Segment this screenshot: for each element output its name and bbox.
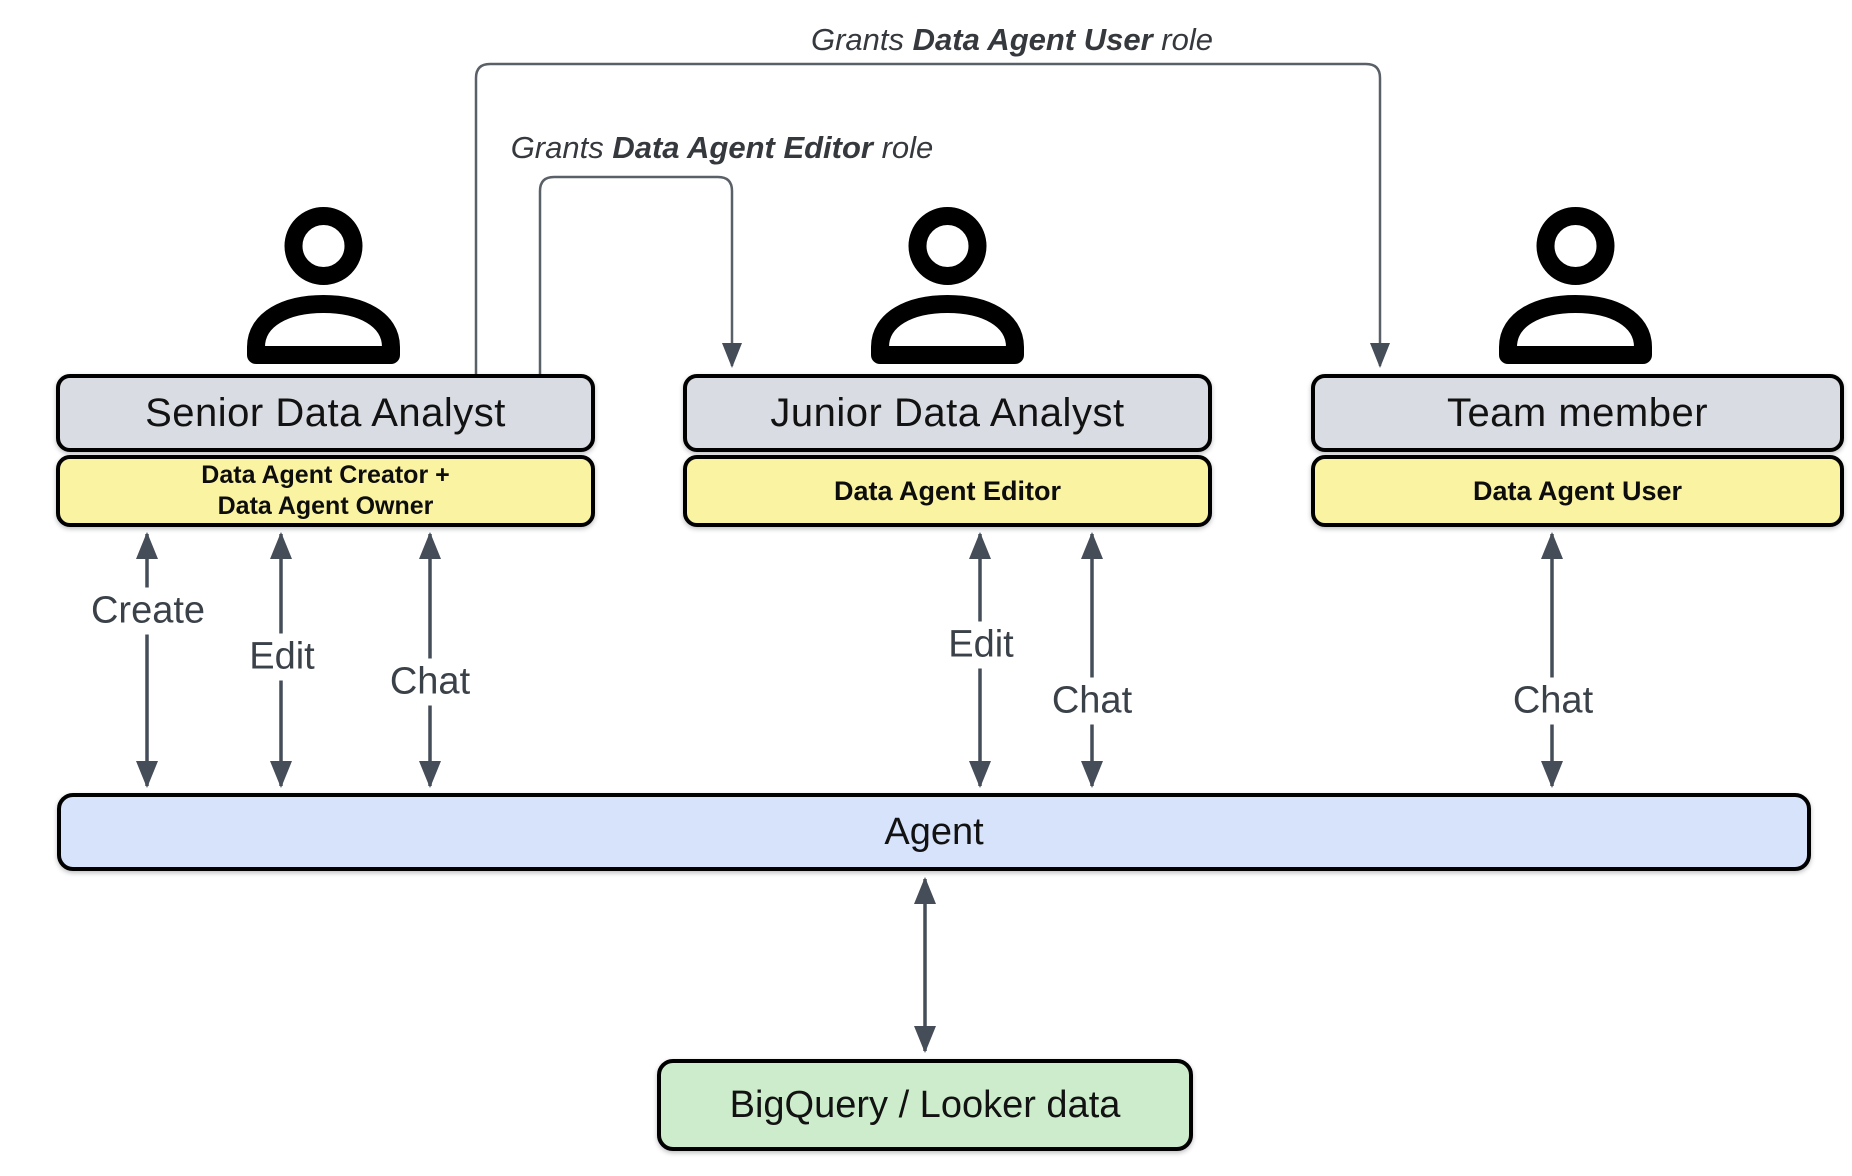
grant-user-prefix: Grants (811, 22, 913, 57)
agent-bar: Agent (57, 793, 1811, 871)
person-icon (871, 207, 1024, 364)
senior-role-line1: Data Agent Creator + (201, 461, 450, 489)
datasource-box: BigQuery / Looker data (657, 1059, 1193, 1151)
grant-user-role-name: Data Agent User (912, 22, 1153, 57)
team-member-box: Team member (1311, 374, 1844, 452)
chat-label-senior: Chat (380, 658, 480, 706)
junior-data-analyst-label: Junior Data Analyst (770, 390, 1125, 435)
grant-editor-suffix: role (872, 130, 934, 165)
senior-data-analyst-box: Senior Data Analyst (56, 374, 595, 452)
senior-role-line2: Data Agent Owner (217, 492, 434, 520)
senior-data-analyst-label: Senior Data Analyst (145, 390, 506, 435)
senior-role-box: Data Agent Creator + Data Agent Owner (56, 455, 595, 527)
edit-label-junior: Edit (939, 621, 1023, 669)
grant-editor-annotation: Grants Data Agent Editor role (511, 130, 934, 166)
grant-user-connector (474, 62, 1390, 374)
junior-role-box: Data Agent Editor (683, 455, 1212, 527)
datasource-label: BigQuery / Looker data (729, 1083, 1121, 1126)
junior-role-label: Data Agent Editor (833, 475, 1061, 506)
grant-editor-connector (538, 175, 742, 374)
agent-label: Agent (884, 810, 984, 853)
grant-editor-prefix: Grants (510, 130, 613, 165)
create-label-senior: Create (81, 587, 215, 635)
team-member-label: Team member (1446, 390, 1709, 435)
junior-data-analyst-box: Junior Data Analyst (683, 374, 1212, 452)
team-role-box: Data Agent User (1311, 455, 1844, 527)
chat-label-junior: Chat (1042, 677, 1142, 725)
chat-label-team: Chat (1503, 677, 1603, 725)
person-icon (247, 207, 400, 364)
team-role-label: Data Agent User (1472, 475, 1683, 506)
grant-user-suffix: role (1152, 22, 1213, 57)
edit-label-senior: Edit (240, 633, 324, 681)
person-icon (1499, 207, 1652, 364)
grant-editor-role-name: Data Agent Editor (612, 130, 873, 165)
grant-user-annotation: Grants Data Agent User role (811, 22, 1213, 58)
